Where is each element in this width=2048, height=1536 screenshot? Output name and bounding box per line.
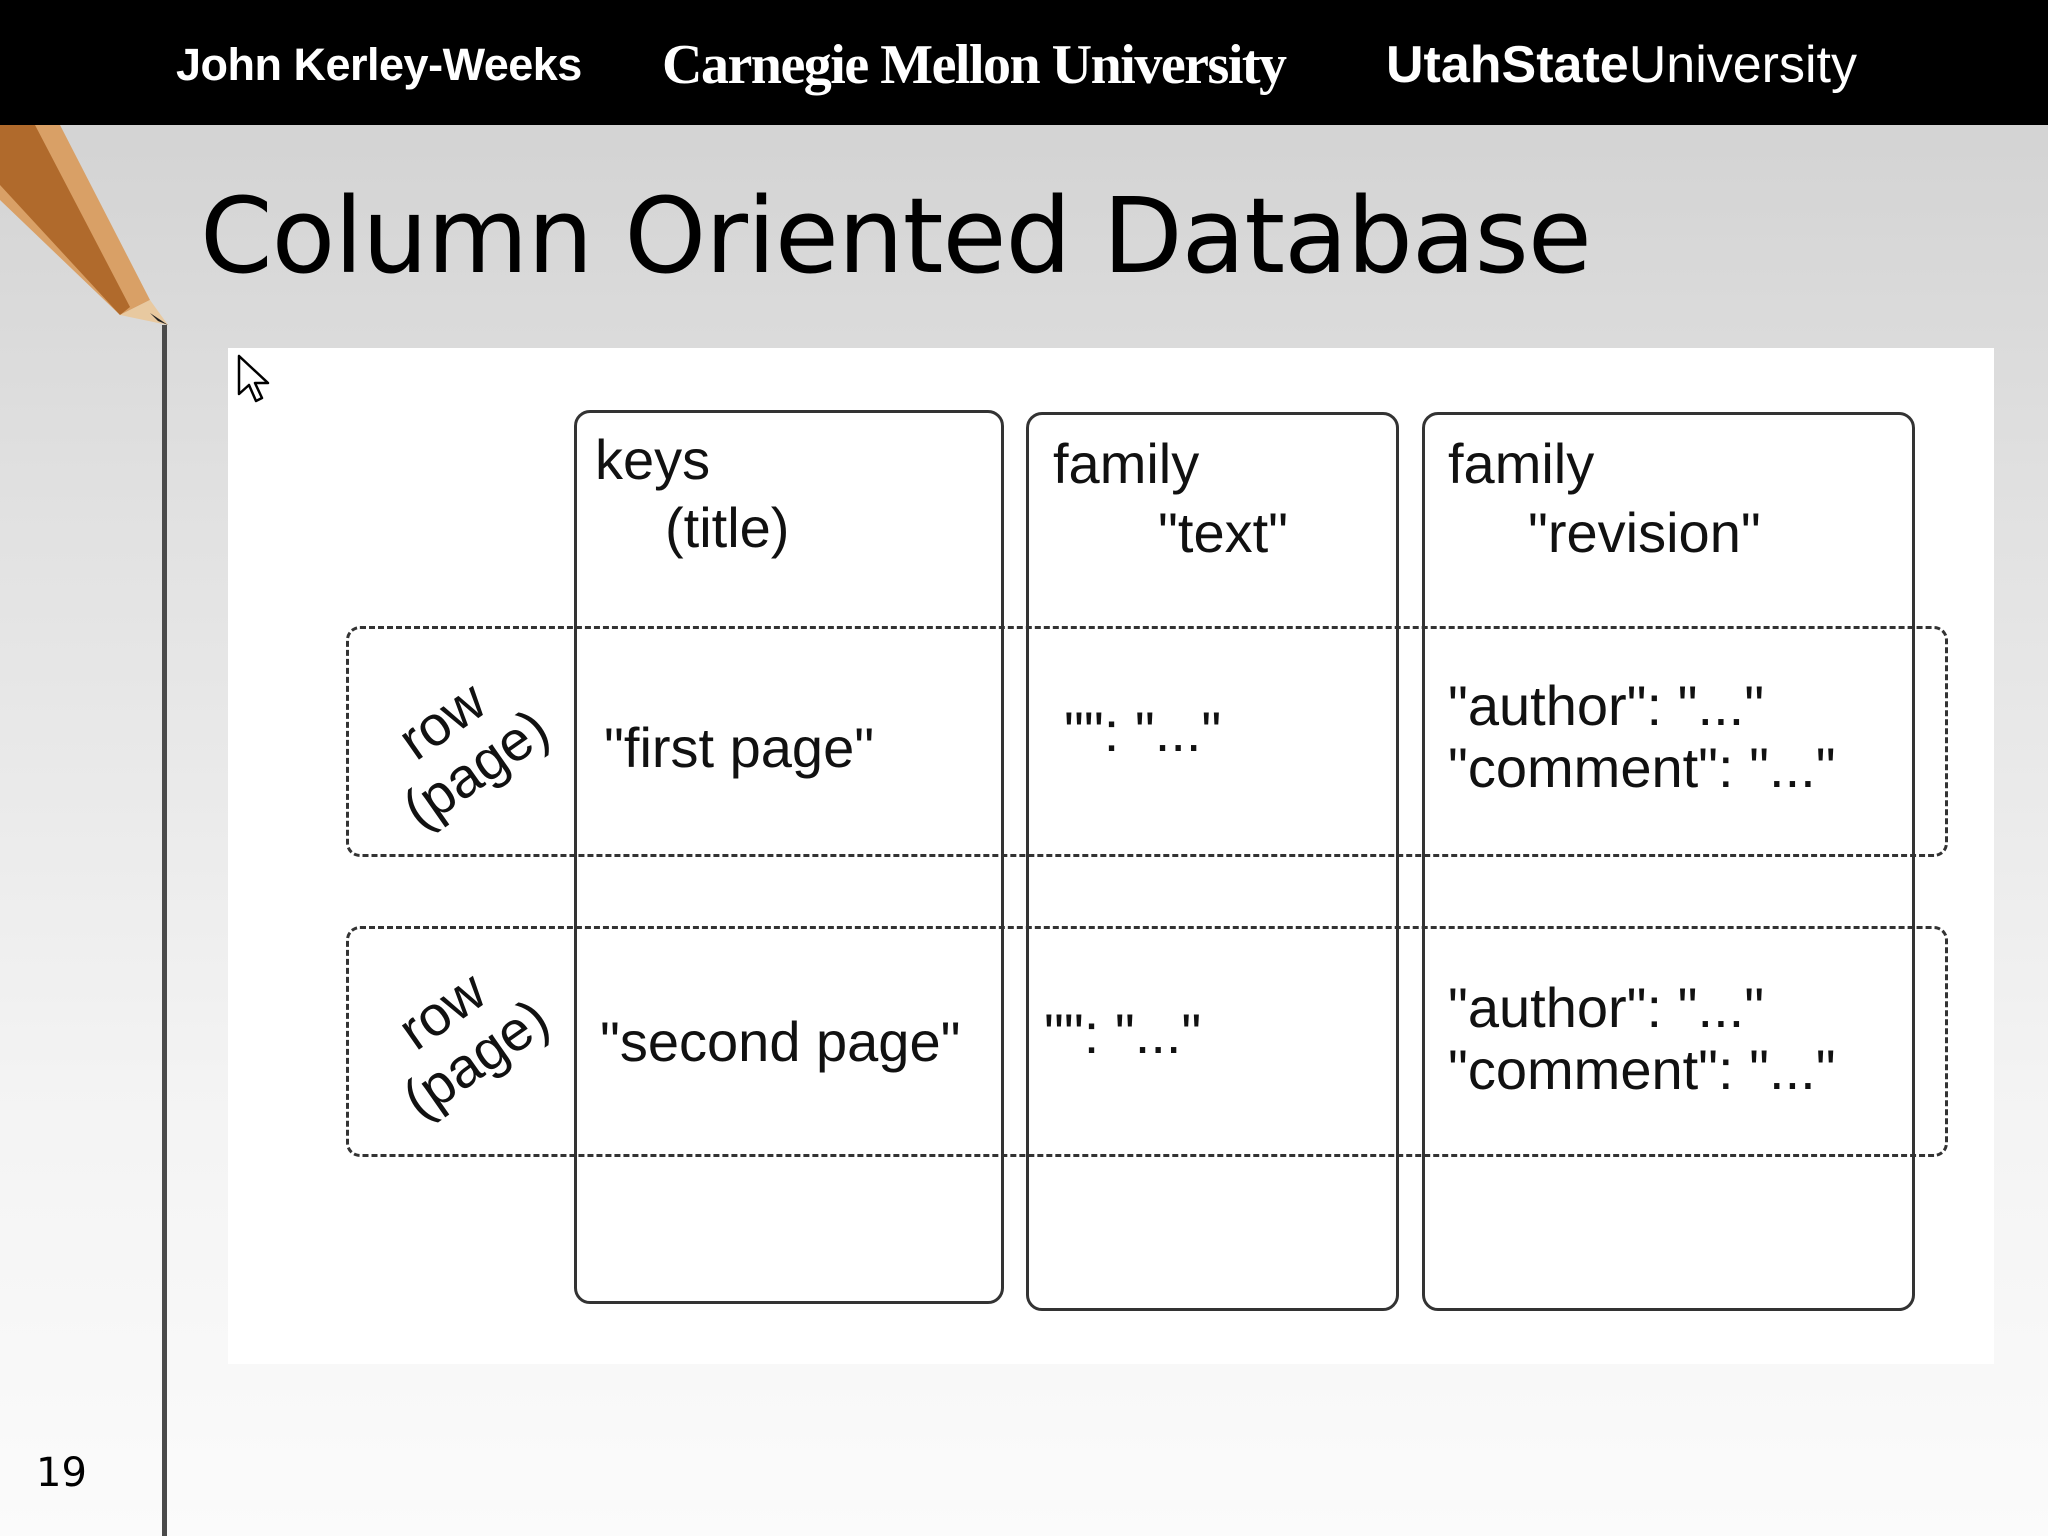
- mouse-cursor-icon: [237, 354, 270, 403]
- keys-header-line1: keys: [595, 428, 711, 491]
- usu-logo-text: UtahStateUniversity: [1386, 0, 1857, 130]
- cmu-logo-text: Carnegie Mellon University: [662, 34, 1287, 96]
- row1-key: "first page": [604, 716, 875, 779]
- column-keys: [574, 410, 1004, 1304]
- usu-logo-rest: University: [1628, 36, 1857, 94]
- row2-revision-author: "author": "...": [1448, 976, 1765, 1039]
- text-family-header-line2: "text": [1158, 501, 1289, 564]
- column-family-revision: [1422, 412, 1915, 1311]
- row2-text-value: "": "...": [1044, 1002, 1202, 1065]
- row1-text-value: "": "...": [1064, 700, 1222, 763]
- keys-header-line2: (title): [665, 496, 790, 559]
- column-family-text: [1026, 412, 1399, 1311]
- text-family-header-line1: family: [1053, 432, 1200, 495]
- author-name: John Kerley-Weeks: [176, 39, 582, 90]
- row-box-second: [346, 926, 1948, 1157]
- vertical-rule: [162, 325, 167, 1536]
- header-bar: John Kerley-Weeks Carnegie Mellon Univer…: [0, 0, 2048, 125]
- row1-revision-author: "author": "...": [1448, 674, 1765, 737]
- pencil-icon: [0, 125, 168, 325]
- slide-number: 19: [36, 1450, 87, 1496]
- row2-key: "second page": [600, 1010, 961, 1073]
- usu-logo-bold: UtahState: [1386, 36, 1629, 94]
- row-box-first: [346, 626, 1948, 857]
- revision-family-header-line2: "revision": [1528, 501, 1761, 564]
- diagram-panel: keys (title) family "text" family "revis…: [228, 348, 1994, 1364]
- revision-family-header-line1: family: [1448, 432, 1595, 495]
- row2-revision-comment: "comment": "...": [1448, 1038, 1836, 1101]
- slide-title: Column Oriented Database: [200, 175, 1592, 297]
- row1-revision-comment: "comment": "...": [1448, 736, 1836, 799]
